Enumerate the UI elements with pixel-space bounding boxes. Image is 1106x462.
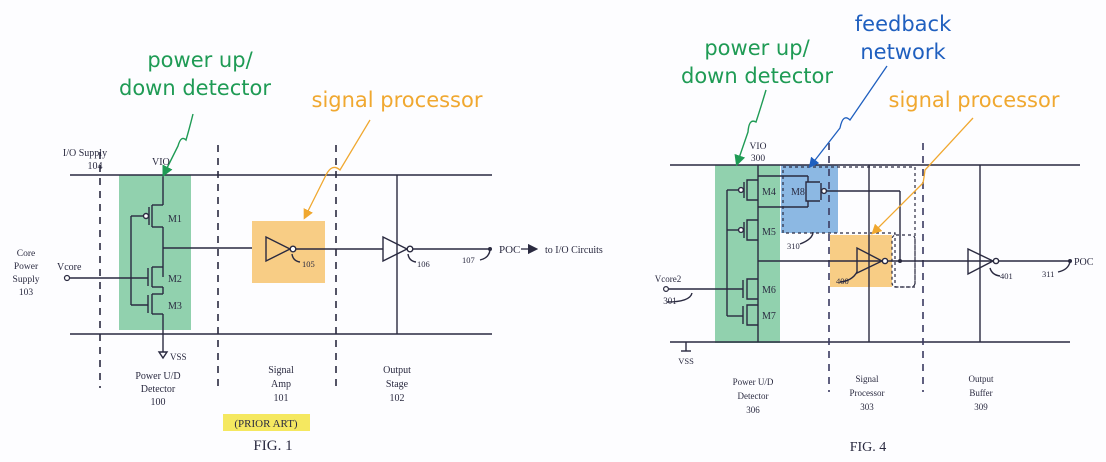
figure-4: power up/ down detector feedback network… — [655, 12, 1094, 455]
junction-node — [898, 259, 902, 263]
m6-label: M6 — [762, 285, 776, 296]
output-inverter — [382, 235, 491, 263]
section-stage-1: Output — [383, 365, 411, 376]
m8-label: M8 — [791, 187, 805, 198]
prior-art-highlight — [223, 414, 310, 431]
detector-callout-arrow — [734, 89, 767, 167]
section-detector-2: Detector — [141, 384, 176, 395]
vio-label: VIO — [750, 142, 767, 152]
detector-callout-line1: power up/ — [147, 48, 253, 72]
m1-label: M1 — [168, 214, 182, 225]
m3-label: M3 — [168, 301, 182, 312]
vio-ref: 300 — [751, 154, 766, 164]
vio-label: VIO — [152, 157, 170, 168]
feedback-callout-arrow — [808, 65, 888, 169]
m7-label: M7 — [762, 311, 776, 322]
section-detector-2: Detector — [738, 391, 769, 401]
processor-callout-arrow — [871, 117, 974, 235]
figure-1-caption: FIG. 1 — [253, 438, 292, 454]
vcore-ref: 301 — [663, 296, 677, 306]
detector-callout-line1: power up/ — [704, 36, 810, 60]
vcore-label: Vcore2 — [655, 274, 682, 284]
section-detector-1: Power U/D — [135, 371, 180, 382]
poc-label: POC — [499, 244, 520, 256]
io-supply-label: I/O Supply — [63, 148, 107, 159]
m2-label: M2 — [168, 274, 182, 285]
section-detector-ref: 306 — [746, 405, 760, 415]
section-amp-ref: 101 — [274, 393, 289, 404]
section-buffer-ref: 309 — [974, 402, 988, 412]
detector-callout-line2: down detector — [119, 76, 271, 100]
processor-ref: 400 — [836, 276, 849, 286]
vcore-terminal — [662, 286, 669, 293]
buffer-ref: 401 — [1000, 271, 1013, 281]
poc-node — [1068, 259, 1072, 263]
section-stage-2: Stage — [386, 379, 409, 390]
processor-callout-arrow — [303, 119, 371, 220]
figure-1: power up/ down detector signal processor… — [13, 48, 603, 454]
feedback-callout-line2: network — [860, 40, 946, 64]
detector-circuit — [666, 165, 1070, 352]
core-supply-label-1: Core — [17, 249, 35, 259]
feedback-ref: 310 — [787, 241, 800, 251]
prior-art-label: (PRIOR ART) — [234, 418, 298, 430]
detector-circuit — [68, 175, 252, 360]
poc-node — [488, 247, 492, 251]
io-supply-ref: 104 — [88, 161, 103, 172]
amp-ref: 105 — [302, 259, 315, 269]
section-amp-1: Signal — [268, 365, 294, 376]
poc-destination: to I/O Circuits — [545, 245, 603, 256]
vss-label: VSS — [170, 352, 187, 362]
feedback-dotted-outline — [782, 166, 916, 288]
m4-label: M4 — [762, 187, 776, 198]
section-processor-ref: 303 — [860, 402, 874, 412]
amp-inverter — [265, 235, 383, 263]
feedback-callout-line1: feedback — [855, 12, 952, 36]
processor-highlight — [252, 221, 325, 283]
section-processor-2: Processor — [850, 388, 885, 398]
section-stage-ref: 102 — [390, 393, 405, 404]
figure-4-caption: FIG. 4 — [850, 440, 887, 455]
m5-label: M5 — [762, 227, 776, 238]
core-supply-label-2: Power — [14, 262, 39, 272]
section-processor-1: Signal — [855, 374, 879, 384]
output-ref: 107 — [462, 255, 475, 265]
section-buffer-1: Output — [968, 374, 994, 384]
processor-callout: signal processor — [889, 88, 1060, 112]
section-amp-2: Amp — [271, 379, 291, 390]
output-buffer-inverter — [967, 247, 1071, 277]
poc-label: POC — [1074, 257, 1094, 268]
output-ref: 311 — [1042, 269, 1054, 279]
processor-callout: signal processor — [312, 88, 483, 112]
vss-label: VSS — [678, 356, 694, 366]
core-supply-ref: 103 — [19, 288, 34, 298]
section-detector-1: Power U/D — [733, 377, 774, 387]
detector-callout-arrow — [162, 113, 194, 178]
section-buffer-2: Buffer — [969, 388, 992, 398]
detector-callout-line2: down detector — [681, 64, 833, 88]
section-detector-ref: 100 — [151, 397, 166, 408]
core-supply-label-3: Supply — [13, 275, 40, 285]
vcore-terminal — [63, 274, 71, 282]
stage-ref: 106 — [417, 259, 430, 269]
vcore-label: Vcore — [57, 262, 82, 273]
